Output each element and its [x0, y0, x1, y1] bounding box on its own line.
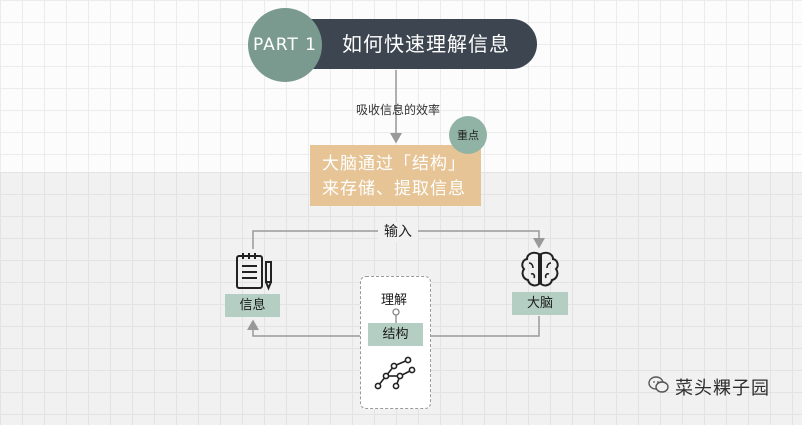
- edge-label: 吸收信息的效率: [356, 103, 441, 117]
- grid-background-bottom: [0, 172, 802, 425]
- title-text: 如何快速理解信息: [342, 32, 510, 56]
- key-box-line2: 来存储、提取信息: [322, 179, 466, 199]
- brain-node: 大脑: [512, 292, 568, 315]
- watermark-text: 菜头粿子园: [675, 378, 770, 399]
- notepad-pen-icon: [236, 253, 272, 291]
- part-badge: PART 1: [248, 8, 322, 82]
- network-graph-icon: [374, 356, 416, 390]
- brain-icon: [521, 251, 559, 287]
- understand-label: 理解: [381, 293, 408, 308]
- key-box-line1: 大脑通过「结构」: [322, 154, 466, 174]
- input-label: 输入: [378, 222, 418, 242]
- info-node: 信息: [225, 294, 280, 317]
- key-box: 大脑通过「结构」 来存储、提取信息: [310, 145, 481, 206]
- key-marker: 重点: [449, 116, 487, 154]
- wechat-icon: [648, 376, 669, 393]
- structure-node: 结构: [368, 323, 423, 346]
